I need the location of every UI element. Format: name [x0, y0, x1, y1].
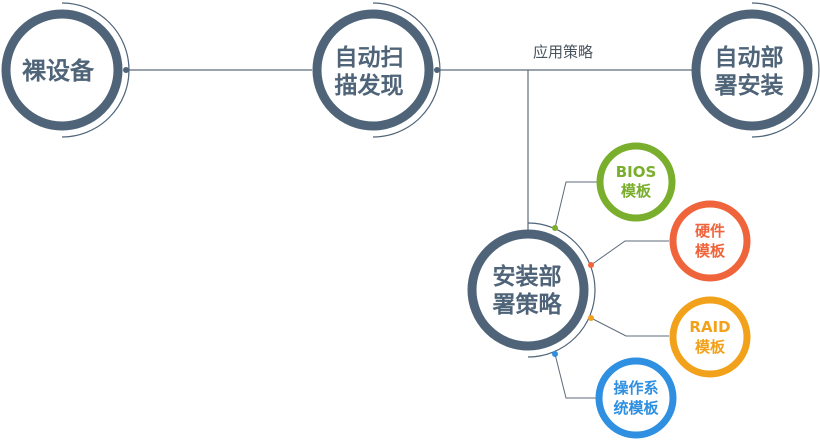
policy-dot-os [552, 351, 558, 357]
node-auto-deploy-arc [751, 2, 820, 138]
policy-dot-bios [552, 225, 558, 231]
edge-to-raid [590, 317, 669, 337]
policy-dot-raid [588, 315, 594, 321]
template-bios-ring [596, 142, 676, 222]
edge-to-bios [554, 181, 597, 229]
template-bios-label-line2: 模板 [621, 182, 652, 200]
node-auto-scan-ring [312, 9, 434, 131]
node-bare-device: 裸设备 [1, 2, 130, 138]
template-hardware: 硬件 模板 [669, 200, 751, 282]
template-bios-label-line1: BIOS [616, 163, 657, 181]
node-deploy-policy-label-line1: 安装部 [493, 263, 562, 290]
node-bare-device-ring [1, 9, 123, 131]
node-auto-scan-label-line1: 自动扫 [335, 44, 404, 71]
connectors [126, 69, 695, 399]
template-os-ring [595, 357, 677, 439]
node-auto-scan-dot [434, 67, 440, 73]
template-hardware-label-line1: 硬件 [695, 222, 725, 240]
template-raid-label-line2: 模板 [695, 338, 726, 356]
template-raid: RAID 模板 [669, 296, 751, 378]
node-deploy-policy-arc [527, 222, 596, 358]
edge-to-os [554, 353, 596, 399]
node-auto-deploy-label-line2: 署安装 [715, 72, 784, 99]
template-raid-label-line1: RAID [689, 318, 730, 336]
edge-to-hardware [590, 240, 669, 266]
node-auto-scan: 自动扫 描发现 [312, 2, 441, 138]
edge-label-apply-policy: 应用策略 [533, 43, 593, 61]
template-os-label-line1: 操作系 [613, 379, 658, 397]
node-bare-device-label: 裸设备 [22, 57, 95, 85]
template-hardware-label-line2: 模板 [695, 242, 726, 260]
node-auto-scan-label-line2: 描发现 [335, 72, 404, 99]
policy-dot-hardware [588, 262, 594, 268]
template-hardware-ring [669, 200, 751, 282]
node-auto-deploy: 自动部 署安装 [691, 2, 820, 138]
template-raid-ring [669, 296, 751, 378]
node-auto-deploy-label-line1: 自动部 [715, 44, 784, 71]
template-os-label-line2: 统模板 [613, 399, 659, 417]
template-os: 操作系 统模板 [595, 357, 677, 439]
node-deploy-policy-ring [467, 229, 589, 351]
template-bios: BIOS 模板 [596, 142, 676, 222]
node-bare-device-dot [123, 67, 129, 73]
node-auto-deploy-dot [692, 67, 698, 73]
node-deploy-policy: 安装部 署策略 [467, 222, 596, 358]
node-deploy-policy-label-line2: 署策略 [493, 291, 563, 318]
